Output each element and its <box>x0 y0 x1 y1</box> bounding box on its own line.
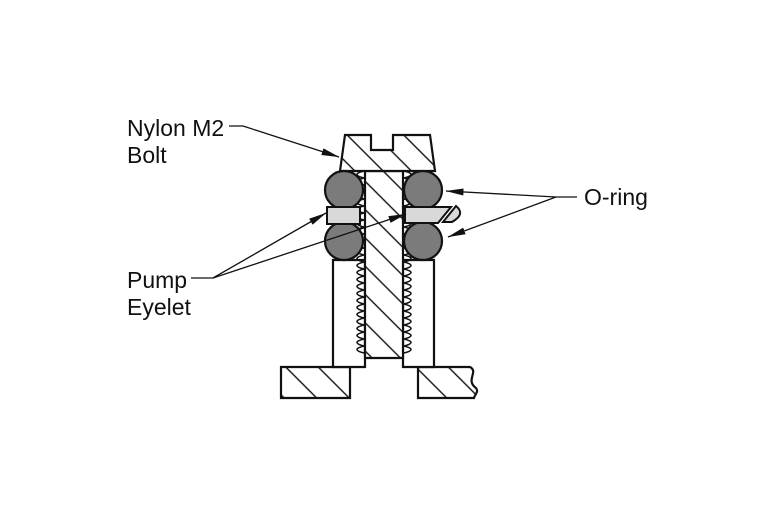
bolt-shaft <box>363 169 405 360</box>
oring-leader-top <box>445 188 577 198</box>
bolt-head <box>338 133 437 173</box>
pump-eyelet-label-line2: Eyelet <box>127 294 192 320</box>
bolt-label-line1: Nylon M2 <box>127 115 224 141</box>
bolt-leader-line <box>229 125 340 158</box>
labels: Nylon M2 Bolt Pump Eyelet O-ring <box>127 115 648 320</box>
pump-eyelet-leader-left <box>191 212 327 279</box>
oring-bottom-left <box>323 220 365 262</box>
standoff-right <box>401 258 436 369</box>
part-drawing <box>279 133 479 400</box>
standoff-left <box>331 258 367 369</box>
pump-eyelet-leader-right <box>212 213 407 279</box>
oring-leader-bottom <box>447 196 557 238</box>
pump-eyelet-label-line1: Pump <box>127 267 187 293</box>
oring-top-left <box>323 169 365 211</box>
bolt-label-line2: Bolt <box>127 142 167 168</box>
oring-bottom-right <box>402 220 444 262</box>
base-plate-left <box>279 365 352 400</box>
pump-eyelet-right-break <box>440 204 462 223</box>
oring-label: O-ring <box>584 184 648 210</box>
pump-eyelet-left <box>326 206 361 225</box>
base-plate-right <box>416 365 479 400</box>
leader-lines <box>191 125 577 279</box>
oring-top-right <box>402 169 444 211</box>
